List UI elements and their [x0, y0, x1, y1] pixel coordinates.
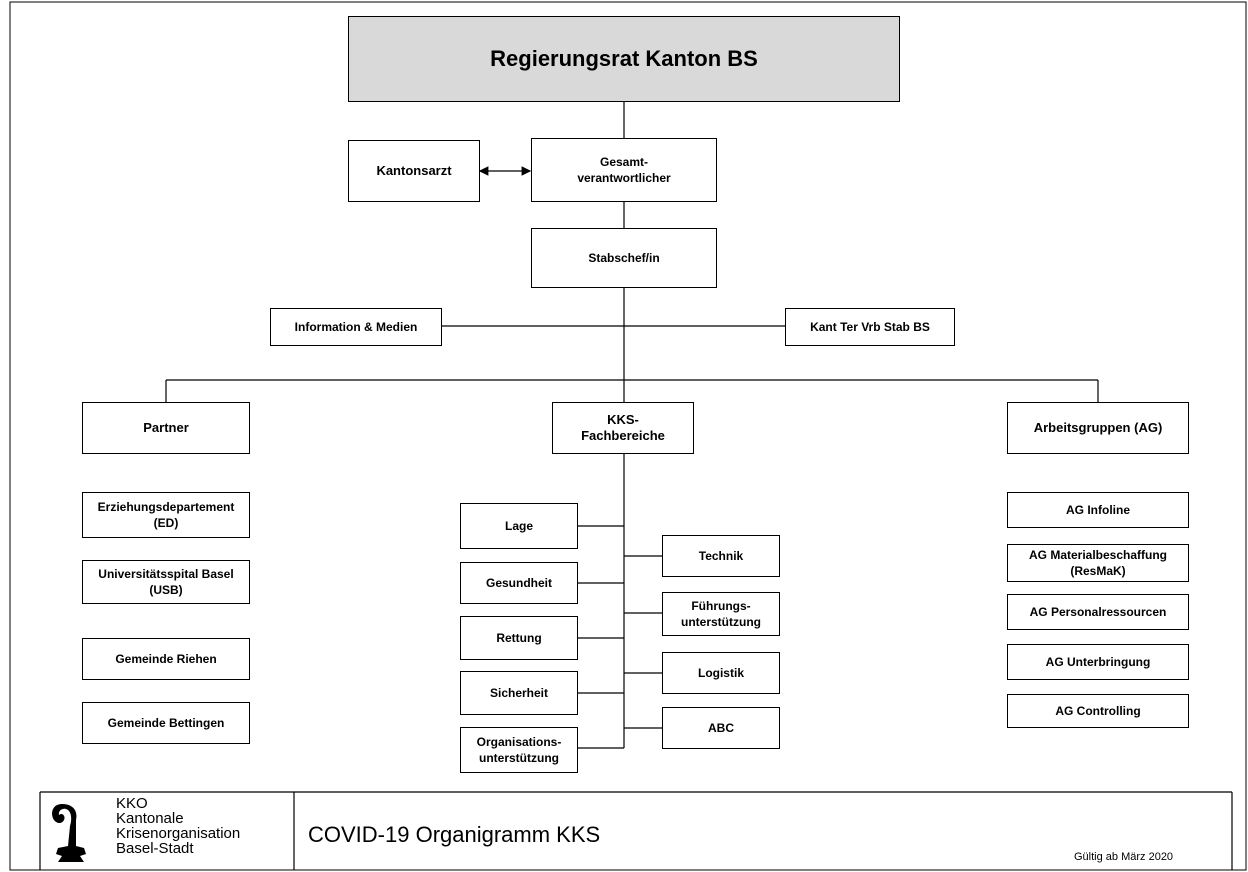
fachbereich-item: Organisations- unterstützung	[460, 727, 578, 773]
fachbereich-item: ABC	[662, 707, 780, 749]
fachbereich-item: Rettung	[460, 616, 578, 660]
ag-item: AG Personalressourcen	[1007, 594, 1189, 630]
arbeitsgruppen-box: Arbeitsgruppen (AG)	[1007, 402, 1189, 454]
kks-fachbereiche-box: KKS- Fachbereiche	[552, 402, 694, 454]
fachbereich-item: Sicherheit	[460, 671, 578, 715]
fachbereich-item: Führungs- unterstützung	[662, 592, 780, 636]
regierungsrat-box: Regierungsrat Kanton BS	[348, 16, 900, 102]
information-medien-box: Information & Medien	[270, 308, 442, 346]
partner-box: Partner	[82, 402, 250, 454]
fachbereich-item: Technik	[662, 535, 780, 577]
partner-item: Universitätsspital Basel (USB)	[82, 560, 250, 604]
kko-logo-text: KKO Kantonale Krisenorganisation Basel-S…	[116, 795, 241, 857]
validity-note: Gültig ab März 2020	[1074, 851, 1174, 863]
fachbereich-item: Gesundheit	[460, 562, 578, 604]
footer-title: COVID-19 Organigramm KKS	[308, 822, 601, 847]
partner-item: Gemeinde Riehen	[82, 638, 250, 680]
gesamtverantwortlicher-box: Gesamt- verantwortlicher	[531, 138, 717, 202]
ag-item: AG Materialbeschaffung (ResMaK)	[1007, 544, 1189, 582]
kant-ter-vrb-stab-box: Kant Ter Vrb Stab BS	[785, 308, 955, 346]
ag-item: AG Controlling	[1007, 694, 1189, 728]
partner-item: Erziehungsdepartement (ED)	[82, 492, 250, 538]
partner-item: Gemeinde Bettingen	[82, 702, 250, 744]
kantonsarzt-box: Kantonsarzt	[348, 140, 480, 202]
ag-item: AG Unterbringung	[1007, 644, 1189, 680]
fachbereich-item: Lage	[460, 503, 578, 549]
fachbereich-item: Logistik	[662, 652, 780, 694]
ag-item: AG Infoline	[1007, 492, 1189, 528]
stabschef-box: Stabschef/in	[531, 228, 717, 288]
basel-staff-logo	[52, 804, 86, 862]
